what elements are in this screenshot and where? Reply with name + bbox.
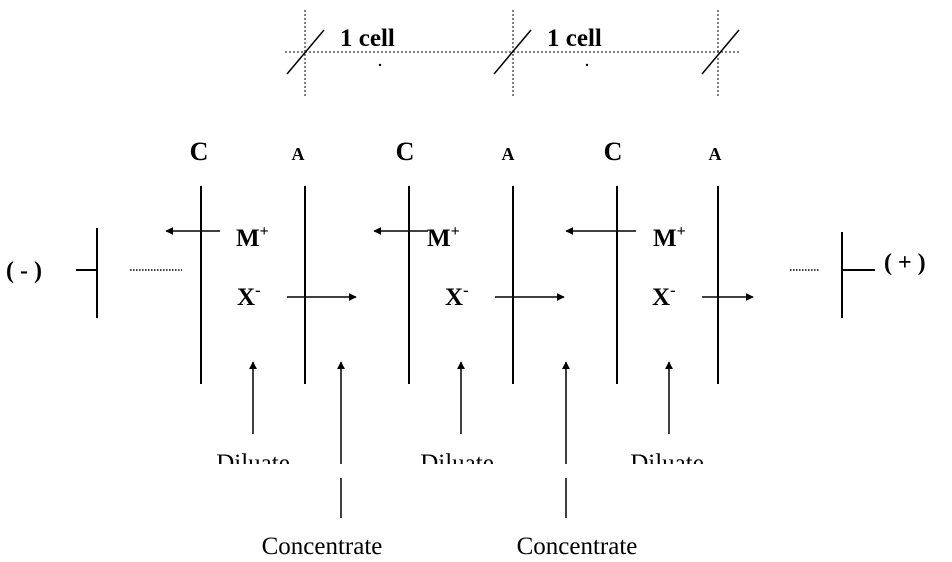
cation-label-1: M+	[236, 223, 269, 252]
concentrate-label-2: Concentrate	[517, 533, 638, 560]
anion-label-3: X-	[652, 282, 675, 311]
membranes	[200, 186, 719, 384]
ion-arrows	[165, 227, 754, 301]
flow-arrows	[249, 361, 673, 518]
cation-label-2: M+	[427, 223, 460, 252]
cell-midpoint-dot-2	[585, 63, 589, 67]
cell-label-2: 1 cell	[547, 25, 602, 52]
label-clip-band	[150, 464, 770, 478]
cell-dimension-markers: 1 cell 1 cell	[285, 10, 740, 98]
anion-label-2: X-	[445, 282, 468, 311]
membrane-label-2: A	[292, 144, 305, 164]
positive-electrode-label: ( + )	[884, 250, 926, 276]
ion-labels: M+ M+ M+ X- X- X-	[236, 223, 686, 311]
membrane-labels: C A C A C A	[190, 137, 722, 166]
electrodes: ( - ) ( + )	[6, 228, 926, 318]
cell-midpoint-dot-1	[378, 63, 382, 67]
cell-label-1: 1 cell	[340, 25, 395, 52]
membrane-label-3: C	[396, 137, 415, 166]
tick-mark-1	[286, 29, 325, 75]
negative-electrode-label: ( - )	[6, 258, 42, 284]
membrane-label-4: A	[502, 144, 515, 164]
anion-label-1: X-	[237, 282, 260, 311]
tick-mark-3	[701, 29, 740, 75]
stream-labels: Diluate Diluate Diluate Concentrate Conc…	[150, 450, 770, 560]
concentrate-label-1: Concentrate	[262, 533, 383, 560]
membrane-label-6: A	[709, 144, 722, 164]
tick-mark-2	[493, 29, 532, 75]
membrane-label-1: C	[190, 137, 209, 166]
membrane-label-5: C	[604, 137, 623, 166]
cation-label-3: M+	[653, 223, 686, 252]
